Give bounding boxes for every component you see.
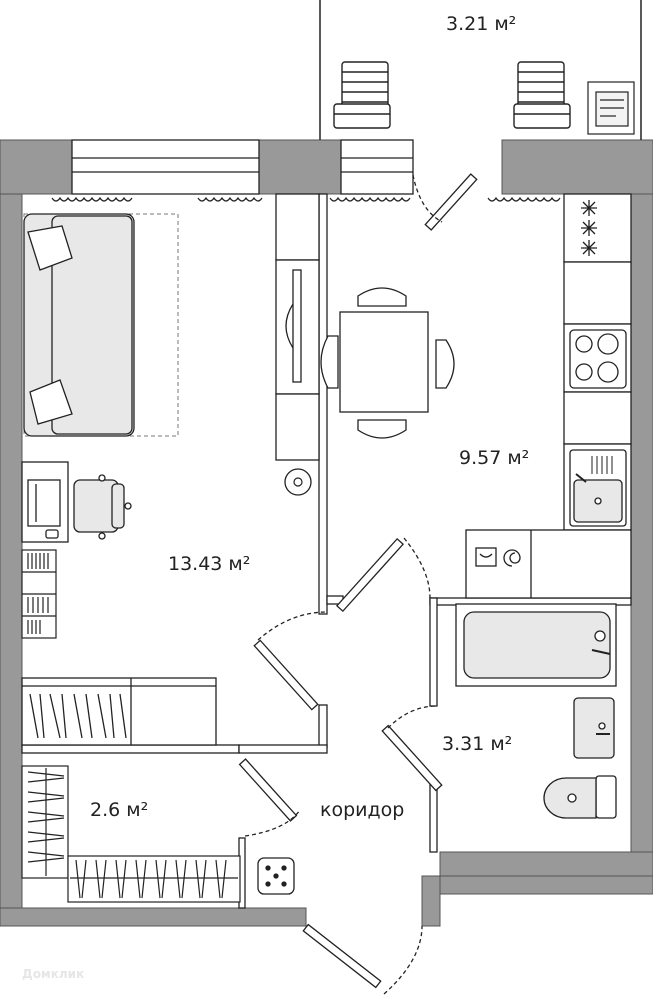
wall-right	[630, 193, 653, 895]
hood-icon	[581, 200, 597, 256]
balcony-door	[412, 173, 478, 231]
partition-closet-top-right	[238, 744, 328, 754]
kitchen: 9.57 м²	[320, 193, 632, 613]
balcony: 3.21 м²	[319, 0, 642, 140]
deck-chair-left	[333, 61, 391, 129]
laptop-icon	[27, 479, 61, 527]
sink-icon	[569, 449, 627, 527]
wardrobe	[21, 677, 217, 746]
wall-bottom-right-post	[421, 875, 441, 927]
deck-chair-right	[513, 61, 571, 129]
partition-living-corridor	[318, 704, 328, 748]
tv-stand	[275, 193, 320, 461]
wall-bottom-left	[0, 907, 307, 927]
wall-top-mid-block	[258, 139, 342, 195]
stove-icon	[569, 329, 627, 389]
bathroom-door	[381, 705, 443, 792]
living-room: 13.43 м²	[21, 193, 328, 746]
toilet	[543, 775, 617, 819]
dining-chairs	[320, 287, 455, 439]
wall-top-left-block	[0, 139, 73, 195]
living-area: 13.43 м²	[168, 553, 250, 575]
desk-chair	[73, 474, 132, 540]
window-living	[71, 139, 260, 195]
wall-top-right-block	[501, 139, 653, 195]
closet-door	[238, 758, 301, 837]
tv-icon	[292, 269, 302, 383]
washbasin	[573, 697, 615, 759]
bathroom-area: 3.31 м²	[442, 733, 512, 755]
window-kitchen	[340, 139, 414, 195]
bathroom: 3.31 м²	[381, 603, 617, 819]
electrical-panel-icon	[257, 857, 295, 895]
kitchen-area: 9.57 м²	[459, 447, 529, 469]
entrance-door	[302, 923, 423, 995]
kitchen-door	[335, 537, 431, 613]
newspaper-icon	[587, 81, 635, 135]
wall-bottom-right-step	[439, 851, 653, 877]
closet-rack-bottom	[67, 855, 241, 903]
desk	[21, 461, 69, 543]
sofa	[23, 213, 135, 437]
partition-bath-left-top	[429, 597, 438, 707]
watermark: Домклик	[22, 967, 84, 981]
bookshelf	[21, 549, 57, 639]
wall-bottom-right	[421, 875, 653, 895]
closet-area: 2.6 м²	[90, 799, 148, 821]
bathtub	[455, 603, 617, 687]
balcony-area: 3.21 м²	[446, 13, 516, 35]
windows	[71, 139, 414, 195]
kitchen-cabinets	[465, 193, 632, 599]
corridor-label: коридор	[320, 799, 404, 821]
closet-rack-left	[21, 765, 69, 879]
corridor: коридор	[257, 799, 423, 995]
closet: 2.6 м²	[21, 758, 301, 903]
washing-machine-icon	[475, 547, 521, 567]
living-door	[253, 611, 328, 711]
radiators	[51, 196, 561, 202]
balcony-outline	[319, 0, 642, 140]
partition-closet-top	[21, 744, 240, 754]
wall-left	[0, 193, 23, 911]
dining-table	[339, 311, 429, 413]
walls	[0, 139, 653, 927]
partition-living-kitchen-upper	[318, 193, 328, 615]
